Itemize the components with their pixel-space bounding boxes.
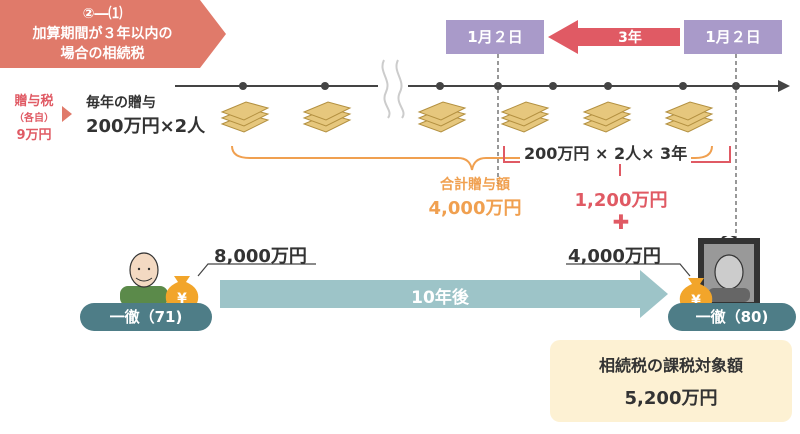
money-stack-icon [582, 101, 632, 133]
period-arrow [548, 20, 680, 54]
person-left-label: 一徹（71) [80, 303, 212, 331]
money-stack-icon [302, 101, 352, 133]
estate-amount-left: 8,000万円 [214, 246, 307, 267]
section-tag [0, 0, 226, 68]
tag-title-line1: 加算期間が３年以内の [32, 26, 173, 42]
date-box-right: 1月２日 [684, 20, 782, 54]
estate-amount-right: 4,000万円 [568, 246, 661, 267]
annual-gift-amount: 200万円×2人 [86, 116, 206, 137]
person-right-label: 一徹（80) [668, 303, 796, 331]
gift-tax-label: 贈与税 [14, 94, 54, 109]
money-stack-icon [417, 101, 467, 133]
taxable-amount-title: 相続税の課税対象額 [598, 356, 743, 375]
money-stack-icon [664, 101, 714, 133]
taxable-amount-value: 5,200万円 [624, 388, 718, 409]
gift-tax-amount: 9万円 [16, 128, 52, 143]
annual-gift-title: 毎年の贈与 [86, 95, 156, 111]
total-gift-label: 合計贈与額 [440, 177, 510, 193]
memorial-portrait-icon [698, 236, 760, 308]
gift-tax-note: （各自） [14, 113, 54, 124]
plus-icon: ✚ [612, 210, 630, 234]
total-gift-value: 4,000万円 [428, 198, 522, 219]
money-stack-icon [220, 101, 270, 133]
ten-years-later-label: 10年後 [411, 288, 469, 308]
date-box-left: 1月２日 [446, 20, 544, 54]
taxable-amount-box: 相続税の課税対象額 5,200万円 [550, 340, 792, 422]
three-year-gift-formula: 200万円 × 2人× 3年 [520, 140, 692, 164]
old-man-icon [120, 252, 168, 306]
yen-bag-icon: ¥ [165, 276, 199, 310]
tag-title-line2: 場合の相続税 [60, 46, 145, 62]
money-stack-icon [500, 101, 550, 133]
svg-text:¥: ¥ [177, 291, 187, 307]
svg-text:¥: ¥ [691, 293, 701, 309]
tag-number: ②―⑴ [82, 6, 123, 22]
period-arrow-label: 3年 [618, 30, 642, 46]
added-gift-amount: 1,200万円 [574, 190, 668, 211]
